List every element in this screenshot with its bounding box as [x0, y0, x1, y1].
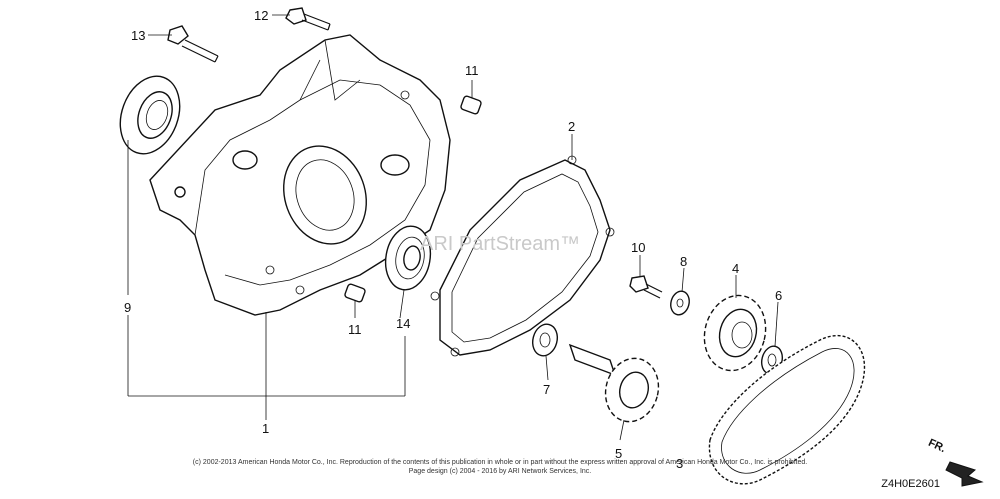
callout-6: 6 [775, 288, 782, 303]
shaft-sprocket[interactable] [568, 343, 665, 428]
gasket[interactable] [430, 155, 615, 357]
bolt-10[interactable] [629, 275, 663, 299]
callout-9: 9 [124, 300, 131, 315]
washer-7[interactable] [529, 321, 560, 358]
callout-7: 7 [543, 382, 550, 397]
copyright-line-2: Page design (c) 2004 - 2016 by ARI Netwo… [408, 468, 592, 475]
copyright-line-1: (c) 2002-2013 American Honda Motor Co., … [192, 459, 808, 466]
callout-13: 13 [131, 28, 145, 43]
washer-8[interactable] [668, 289, 692, 317]
leader-lines [127, 14, 779, 441]
callout-11-upper: 11 [465, 63, 479, 78]
watermark: ARI PartStream™ [420, 233, 580, 255]
callout-10: 10 [631, 240, 645, 255]
bolt-13[interactable] [167, 25, 219, 63]
dowel-pin-upper[interactable] [460, 95, 482, 115]
callout-2: 2 [568, 119, 575, 134]
oil-seal[interactable] [110, 68, 190, 162]
callout-14: 14 [396, 316, 410, 331]
callout-4: 4 [732, 261, 739, 276]
chain[interactable] [708, 334, 866, 485]
bearing[interactable] [381, 223, 435, 294]
front-direction-arrow-icon [945, 461, 984, 487]
drive-sprocket[interactable] [696, 289, 774, 378]
dowel-pin-lower[interactable] [344, 283, 366, 303]
callout-3: 3 [676, 456, 683, 471]
callout-1: 1 [262, 421, 269, 436]
callout-8: 8 [680, 254, 687, 269]
case-cover[interactable] [149, 34, 451, 316]
bolt-12[interactable] [285, 7, 331, 31]
diagram-code: Z4H0E2601 [881, 478, 940, 490]
callout-12: 12 [254, 8, 268, 23]
callout-11-lower: 11 [348, 322, 362, 337]
callout-5: 5 [615, 446, 622, 461]
